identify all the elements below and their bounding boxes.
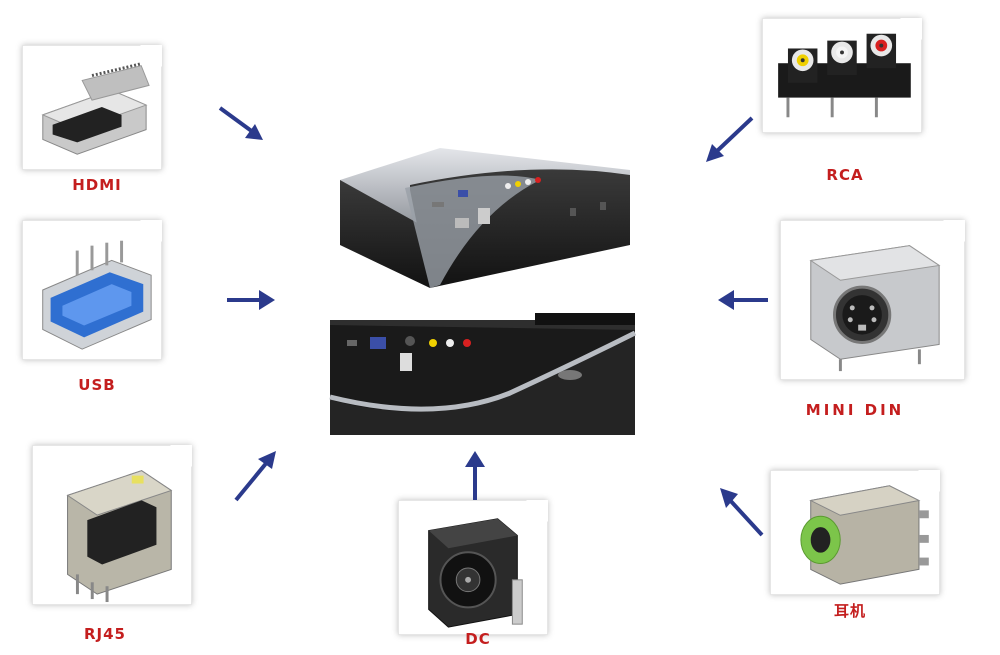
- connector-card-rj45: [32, 445, 192, 605]
- rj45-connector-icon: [66, 470, 173, 603]
- connector-label-earphone: 耳机: [833, 602, 866, 620]
- hdmi-connector-icon: [41, 62, 150, 155]
- connector-label-mini-din: MINI DIN: [805, 401, 905, 419]
- arrow-earphone: [720, 488, 764, 537]
- usb-connector-icon: [42, 240, 152, 350]
- arrow-usb: [227, 290, 275, 310]
- mini-din-connector-icon: [809, 245, 941, 372]
- connector-card-usb: [22, 220, 162, 360]
- arrow-hdmi: [218, 106, 263, 140]
- projector-device-icon: [329, 313, 637, 435]
- arrow-rj45: [234, 451, 276, 502]
- connector-label-rj45: RJ45: [83, 625, 126, 643]
- arrow-dc: [465, 451, 485, 500]
- connector-card-mini-din: [780, 220, 965, 380]
- connector-label-usb: USB: [78, 376, 116, 394]
- projector-device-icon: [340, 148, 630, 288]
- projector-top: [330, 140, 640, 290]
- connector-label-dc: DC: [465, 630, 491, 648]
- connector-label-hdmi: HDMI: [72, 176, 122, 194]
- arrow-mini-din: [718, 290, 768, 310]
- connector-card-dc: [398, 500, 548, 635]
- earphone-jack-icon: [800, 485, 929, 585]
- rca-jack-icon: [778, 33, 911, 118]
- dc-jack-icon: [428, 518, 523, 628]
- connector-label-rca: RCA: [826, 166, 864, 184]
- arrow-rca: [706, 116, 754, 162]
- connector-card-rca: [762, 18, 922, 133]
- connector-card-earphone: [770, 470, 940, 595]
- projector-bottom: [325, 305, 645, 445]
- connector-card-hdmi: [22, 45, 162, 170]
